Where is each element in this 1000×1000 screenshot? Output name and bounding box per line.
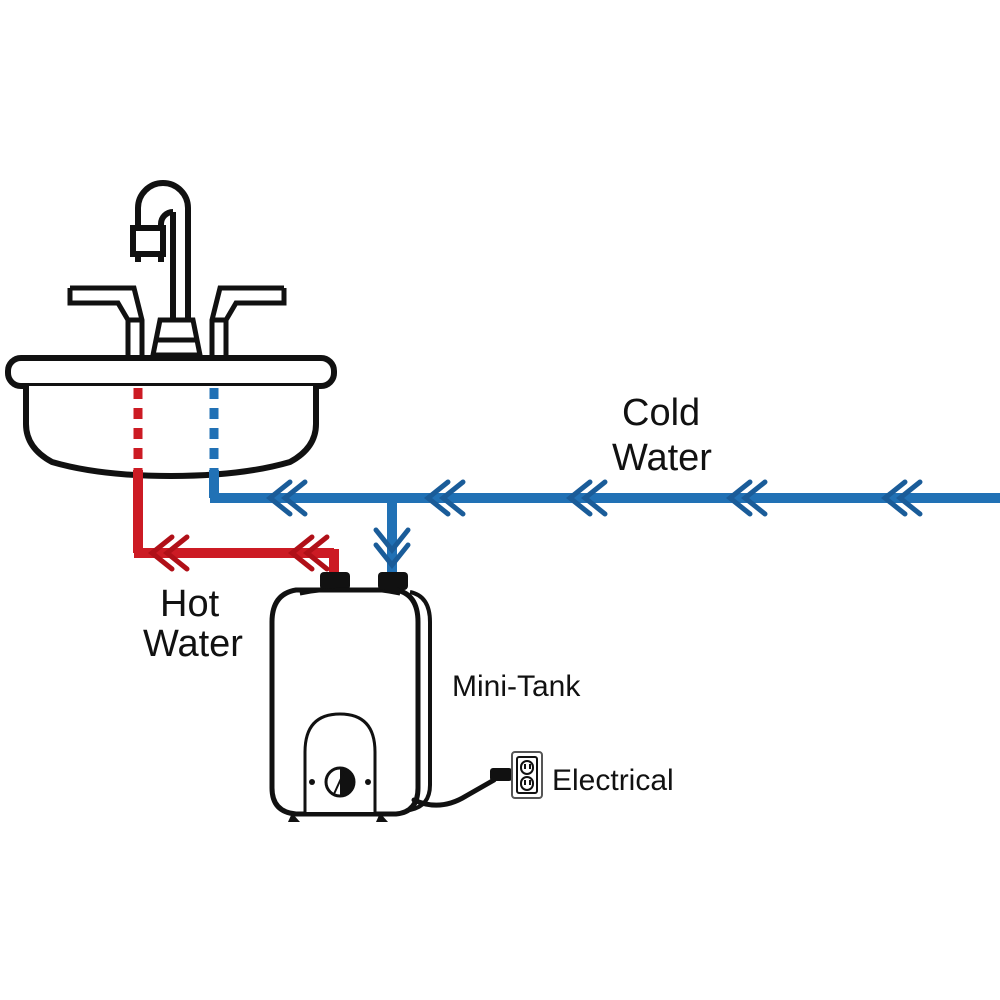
cold-branch-flow-arrow — [373, 527, 411, 570]
faucet-handle-hot[interactable] — [67, 285, 145, 358]
cold-water-label-line1: Cold — [622, 392, 700, 434]
tank-thermostat-dial[interactable] — [324, 766, 356, 798]
tank-panel-screw-left — [309, 779, 315, 785]
tank-hot-outlet-fitting — [320, 572, 350, 590]
mini-tank-water-heater[interactable] — [269, 572, 432, 822]
power-plug-icon — [490, 768, 512, 781]
sink-assembly — [5, 180, 337, 479]
tank-foot-right — [376, 813, 388, 822]
tank-cold-inlet-fitting — [378, 572, 408, 590]
sink-rim — [5, 355, 337, 389]
sink-basin — [23, 386, 319, 479]
mini-tank-label: Mini-Tank — [452, 670, 581, 703]
electrical-label: Electrical — [552, 764, 674, 797]
electrical-assembly — [411, 751, 543, 808]
hot-water-label-line2: Water — [143, 623, 243, 665]
faucet-body — [149, 317, 204, 358]
tank-panel-screw-right — [365, 779, 371, 785]
cold-water-piping — [209, 470, 1000, 578]
hot-flow-arrows — [147, 534, 330, 572]
cold-water-label-line2: Water — [612, 437, 712, 479]
faucet-spout-icon — [130, 180, 191, 350]
faucet-handle-cold[interactable] — [209, 285, 287, 358]
electrical-outlet-icon[interactable] — [511, 751, 543, 799]
tank-access-panel — [303, 712, 377, 812]
power-cord — [411, 777, 497, 808]
cold-flow-arrows — [265, 479, 923, 517]
hot-water-label-line1: Hot — [160, 583, 220, 625]
tank-foot-left — [288, 813, 300, 822]
tank-top-contour — [299, 587, 401, 596]
hot-water-piping — [133, 470, 339, 578]
